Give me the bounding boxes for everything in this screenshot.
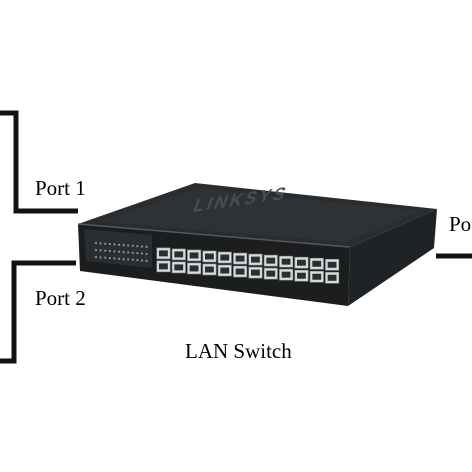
port1-cable bbox=[0, 110, 78, 214]
ethernet-port bbox=[171, 261, 186, 274]
status-led bbox=[94, 241, 98, 245]
status-led bbox=[127, 258, 130, 261]
status-led bbox=[131, 244, 134, 247]
ethernet-port bbox=[279, 268, 294, 281]
switch-side-panel bbox=[348, 209, 437, 306]
status-led bbox=[131, 258, 134, 261]
status-led bbox=[99, 256, 102, 259]
status-led bbox=[145, 252, 148, 255]
ethernet-port bbox=[233, 265, 248, 278]
switch-front-edge bbox=[77, 223, 351, 248]
ethernet-port bbox=[233, 252, 248, 265]
ethernet-port bbox=[309, 270, 324, 283]
ethernet-port bbox=[156, 260, 171, 273]
ethernet-port bbox=[202, 250, 217, 263]
switch-led-group bbox=[94, 241, 148, 262]
status-led bbox=[122, 251, 125, 254]
ethernet-port bbox=[217, 264, 232, 277]
status-led bbox=[104, 249, 107, 252]
status-led bbox=[140, 245, 144, 248]
status-led bbox=[108, 256, 111, 260]
status-led bbox=[108, 249, 111, 253]
ethernet-port bbox=[279, 255, 294, 268]
status-led bbox=[140, 252, 144, 255]
status-led bbox=[140, 259, 144, 262]
status-led bbox=[104, 256, 107, 259]
status-led bbox=[99, 249, 102, 252]
status-led bbox=[127, 244, 130, 247]
switch-top-highlight bbox=[100, 188, 420, 242]
status-led bbox=[145, 245, 148, 248]
ethernet-port bbox=[248, 266, 263, 279]
status-led bbox=[94, 248, 98, 252]
status-led bbox=[145, 259, 148, 262]
ethernet-port bbox=[202, 263, 217, 276]
switch-port-block bbox=[156, 247, 340, 284]
ethernet-port bbox=[309, 257, 324, 270]
lan-switch-device: LINKSYS bbox=[77, 183, 437, 306]
ethernet-port bbox=[187, 262, 202, 275]
ethernet-port bbox=[171, 248, 186, 261]
right-port-label: Po bbox=[449, 212, 472, 236]
status-led bbox=[117, 257, 121, 260]
status-led bbox=[113, 243, 116, 246]
status-led bbox=[122, 258, 125, 261]
ethernet-port bbox=[325, 258, 340, 271]
status-led bbox=[117, 243, 121, 246]
ethernet-port bbox=[325, 271, 340, 284]
status-led bbox=[117, 250, 121, 253]
ethernet-port bbox=[217, 251, 232, 264]
ethernet-port bbox=[263, 254, 278, 267]
ethernet-port bbox=[263, 267, 278, 280]
ethernet-port bbox=[156, 247, 171, 260]
ethernet-port bbox=[187, 249, 202, 262]
status-led bbox=[94, 255, 98, 259]
status-led bbox=[136, 259, 139, 262]
ethernet-port bbox=[294, 269, 309, 282]
port1-label: Port 1 bbox=[35, 176, 86, 200]
status-led bbox=[113, 257, 116, 260]
status-led bbox=[127, 251, 130, 254]
status-led bbox=[99, 242, 102, 245]
port2-label: Port 2 bbox=[35, 286, 86, 310]
status-led bbox=[104, 242, 107, 245]
status-led bbox=[136, 252, 139, 255]
port2-cable bbox=[0, 260, 76, 364]
ethernet-port bbox=[248, 253, 263, 266]
ethernet-port bbox=[294, 256, 309, 269]
status-led bbox=[136, 245, 139, 248]
lan-switch-label: LAN Switch bbox=[185, 339, 292, 363]
status-led bbox=[122, 244, 125, 247]
status-led bbox=[131, 251, 134, 254]
status-led bbox=[113, 250, 116, 253]
status-led bbox=[108, 242, 111, 246]
